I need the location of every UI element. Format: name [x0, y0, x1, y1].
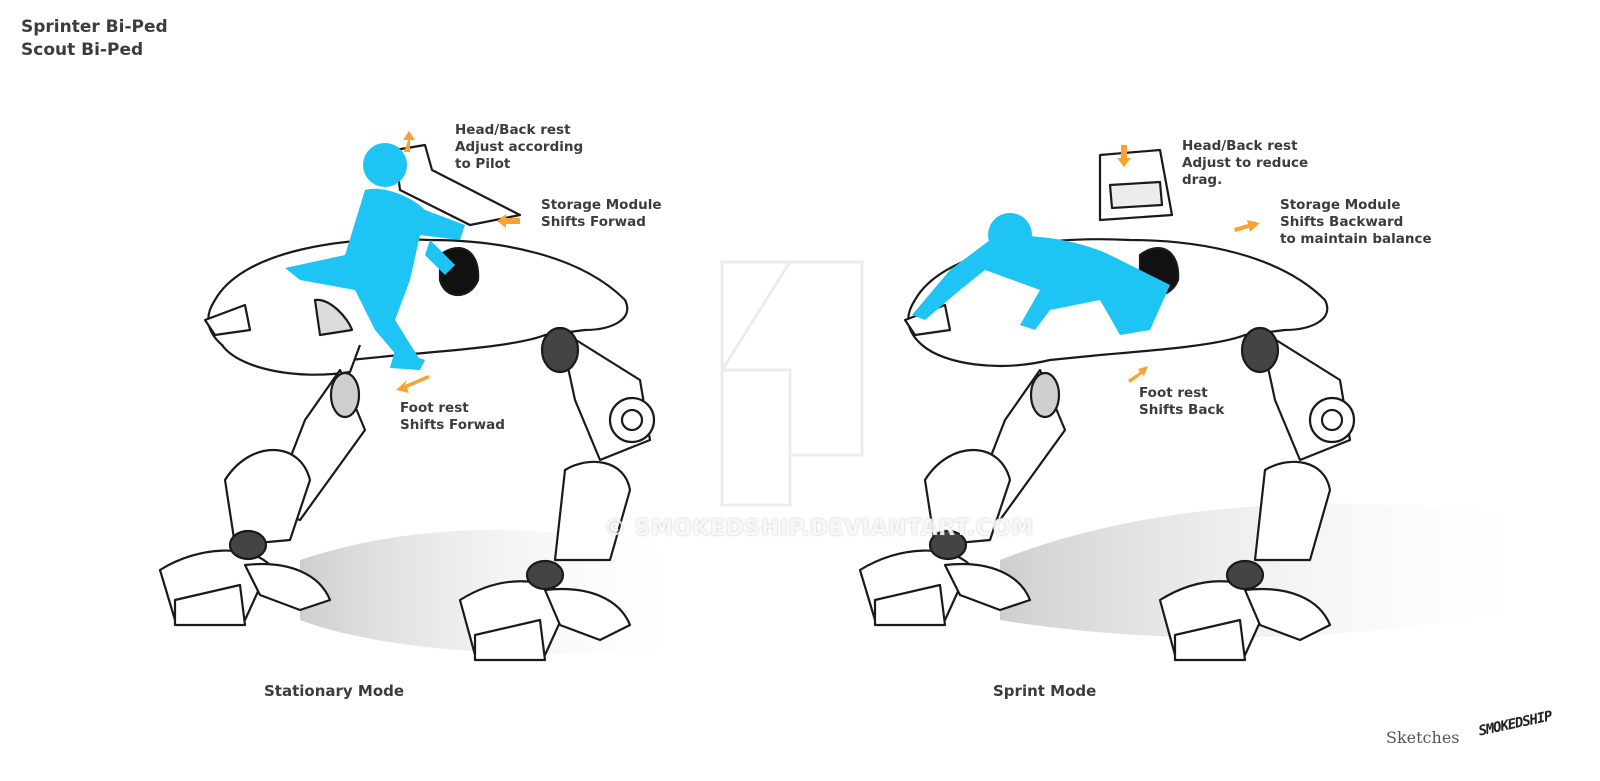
right-mech-shadow — [1000, 503, 1560, 638]
annotation-line: Foot rest — [1139, 385, 1208, 401]
arrow-up-icon — [403, 131, 415, 152]
annotation-line: Shifts Forwad — [541, 214, 646, 230]
page-title: Sprinter Bi-Ped Scout Bi-Ped — [21, 16, 168, 62]
annotation-line: to Pilot — [455, 156, 511, 172]
annotation-line: Head/Back rest — [455, 122, 571, 138]
right-mech — [858, 148, 1560, 662]
annotation-line: Head/Back rest — [1182, 138, 1298, 154]
annotation-line: Shifts Backward — [1280, 214, 1404, 230]
arrow-right-icon — [1234, 220, 1260, 232]
annotation-line: to maintain balance — [1280, 231, 1432, 247]
annotation-line: drag. — [1182, 172, 1223, 188]
right-footrest-annotation: Foot rest Shifts Back — [1139, 385, 1224, 419]
right-pilot — [912, 213, 1170, 335]
annotation-line: Shifts Back — [1139, 402, 1225, 418]
title-line-2: Scout Bi-Ped — [21, 40, 144, 60]
left-footrest-annotation: Foot rest Shifts Forwad — [400, 400, 505, 434]
annotation-line: Adjust according — [455, 139, 584, 155]
arrow-right-icon — [1128, 366, 1148, 383]
annotation-line: Adjust to reduce — [1182, 155, 1309, 171]
right-storage-annotation: Storage Module Shifts Backward to mainta… — [1280, 197, 1432, 248]
annotation-line: Shifts Forwad — [400, 417, 505, 433]
left-pilot — [285, 143, 465, 370]
orange-arrows — [396, 131, 1260, 393]
left-mech — [158, 143, 700, 662]
watermark-logo — [720, 260, 864, 507]
right-headrest-annotation: Head/Back rest Adjust to reduce drag. — [1182, 138, 1308, 189]
left-headrest-annotation: Head/Back rest Adjust according to Pilot — [455, 122, 583, 173]
left-mode-label: Stationary Mode — [264, 682, 405, 700]
arrow-left-icon — [497, 214, 520, 228]
left-storage-annotation: Storage Module Shifts Forwad — [541, 197, 662, 231]
annotation-line: Foot rest — [400, 400, 469, 416]
watermark-text: © SMOKEDSHIP.DEVIANTART.COM — [604, 516, 1034, 541]
sketches-label: Sketches — [1386, 728, 1460, 747]
arrow-left-icon — [396, 375, 430, 393]
annotation-line: Storage Module — [541, 197, 662, 213]
title-line-1: Sprinter Bi-Ped — [21, 17, 168, 37]
annotation-line: Storage Module — [1280, 197, 1401, 213]
right-mode-label: Sprint Mode — [993, 682, 1097, 700]
arrow-down-icon — [1117, 145, 1131, 167]
